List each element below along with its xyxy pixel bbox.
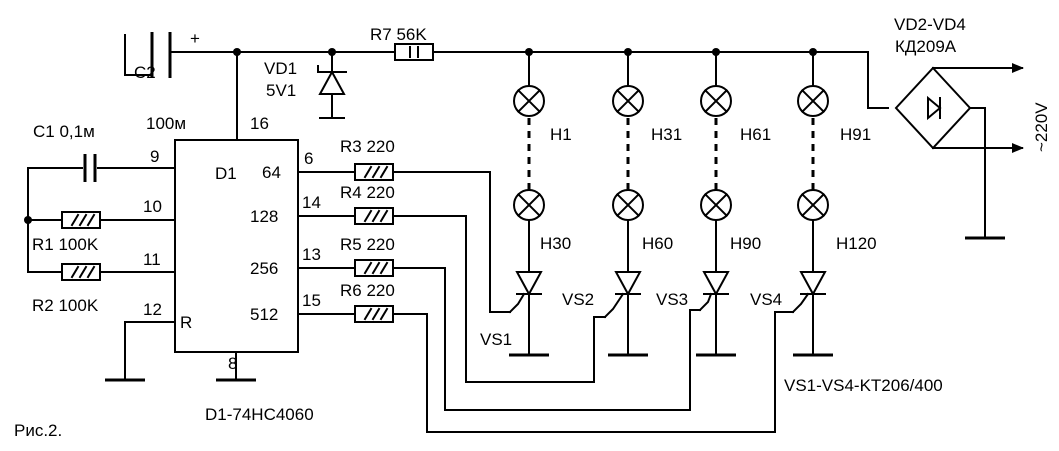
labels: C2 + R7 56K VD1 5V1 16 C1 0,1м 100м 9 10… [14, 15, 1051, 440]
label-out-256: 256 [250, 259, 278, 278]
label-bridge: VD2-VD4 [894, 15, 966, 34]
label-ic-name: D1 [215, 164, 237, 183]
label-r5: R5 220 [340, 235, 395, 254]
supply-section [124, 32, 1024, 240]
lamp-top [513, 85, 545, 117]
label-r4: R4 220 [340, 183, 395, 202]
label-pin-12: 12 [143, 300, 162, 319]
label-r1: R1 100K [32, 235, 99, 254]
junction-dot [24, 216, 32, 224]
output-routing [297, 163, 794, 433]
label-c2-plus: + [190, 29, 200, 48]
label-pin-14: 14 [302, 193, 321, 212]
label-out-64: 64 [262, 163, 281, 182]
resistor-r4 [354, 207, 394, 225]
label-out-512: 512 [250, 305, 278, 324]
label-pin-10: 10 [143, 197, 162, 216]
lamp-label-top: H1 [550, 125, 572, 144]
lamp-label-bottom: H90 [730, 234, 761, 253]
lamp-bottom [700, 189, 732, 221]
thyristor [603, 271, 642, 319]
lamp-bottom [797, 189, 829, 221]
thyristor-label: VS4 [750, 290, 782, 309]
lamp-top [612, 85, 644, 117]
lamp-label-top: H91 [840, 125, 871, 144]
lamp-bottom [612, 189, 644, 221]
label-r3: R3 220 [340, 137, 395, 156]
thyristor [698, 271, 730, 312]
label-pin-6: 6 [304, 149, 313, 168]
thyristor-label: VS2 [562, 290, 594, 309]
capacitor-c1 [83, 154, 97, 183]
lamp-label-top: H61 [740, 125, 771, 144]
label-r7: R7 56K [370, 25, 427, 44]
label-pin-15: 15 [302, 291, 321, 310]
label-c1: C1 0,1м [33, 122, 95, 141]
label-ic-part: D1-74HC4060 [205, 405, 314, 424]
lamp-top [700, 85, 732, 117]
label-ic-reset: R [180, 313, 192, 332]
diode-bridge [894, 63, 1024, 240]
lamp-label-bottom: H120 [836, 234, 877, 253]
lamp-label-bottom: H60 [642, 234, 673, 253]
resistor-r6 [354, 305, 394, 323]
label-vd1-value: 5V1 [266, 81, 296, 100]
label-pin-9: 9 [150, 147, 159, 166]
lamp-bottom [513, 189, 545, 221]
label-thyristor-note: VS1-VS4-KT206/400 [784, 376, 943, 395]
figure-caption: Рис.2. [14, 421, 62, 440]
label-pin-8: 8 [228, 354, 237, 373]
resistor-r5 [354, 259, 394, 277]
lamp-label-top: H31 [651, 125, 682, 144]
resistor-r7 [394, 43, 434, 61]
resistor-r1 [61, 211, 101, 229]
lamp-bus-wire [432, 51, 889, 109]
lamp-top [797, 85, 829, 117]
label-r6: R6 220 [340, 281, 395, 300]
label-c1-rating: 100м [146, 114, 186, 133]
thyristor [791, 271, 827, 314]
label-r2: R2 100K [32, 296, 99, 315]
label-mains: ~220V [1032, 102, 1051, 152]
zener-diode-vd1 [317, 51, 347, 119]
ic-d1 [24, 139, 299, 382]
resistor-r2 [61, 263, 101, 281]
capacitor-c2 [124, 32, 172, 78]
label-bridge-type: КД209А [895, 37, 957, 56]
lamp-label-bottom: H30 [540, 234, 571, 253]
label-out-128: 128 [250, 207, 278, 226]
resistor-r3 [354, 163, 394, 181]
label-pin-16: 16 [250, 114, 269, 133]
thyristor-label: VS1 [480, 330, 512, 349]
label-vd1: VD1 [264, 59, 297, 78]
thyristor [508, 271, 543, 314]
label-pin-13: 13 [302, 245, 321, 264]
thyristor-label: VS3 [656, 290, 688, 309]
label-pin-11: 11 [143, 250, 161, 269]
label-c2: C2 [134, 63, 156, 82]
